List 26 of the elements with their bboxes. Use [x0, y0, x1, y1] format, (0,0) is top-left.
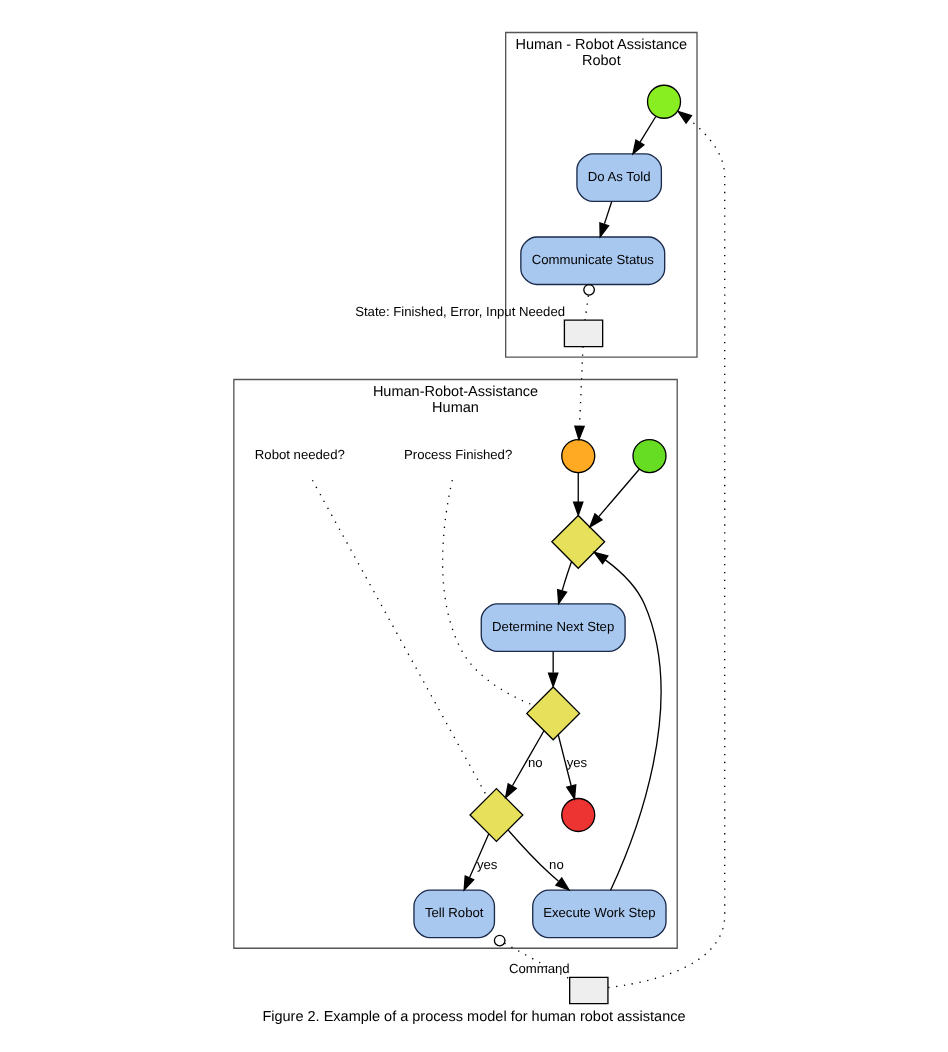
arrow: [557, 734, 577, 801]
arrow: [573, 345, 586, 442]
arrow: [599, 201, 613, 239]
node-diamond: [525, 686, 581, 741]
node-envelope: [569, 976, 609, 1005]
node-circle: [561, 797, 596, 833]
arrow: [547, 651, 559, 689]
node-circle: [646, 84, 682, 119]
node-envelope: [563, 319, 604, 348]
node-circle: [561, 438, 596, 474]
caption: Figure 2. Example of a process model for human robot assistance: [262, 1006, 686, 1025]
connector: [493, 934, 571, 980]
connector: [441, 479, 535, 707]
arrow: [507, 829, 571, 892]
arrow: [631, 115, 657, 156]
arrow: [588, 468, 640, 529]
connector: [583, 283, 596, 321]
arrow: [592, 551, 662, 891]
arrow: [504, 730, 545, 800]
arrow: [607, 110, 726, 989]
arrow: [572, 471, 584, 518]
node-circle: [632, 438, 667, 474]
arrow: [556, 560, 573, 606]
arrow: [463, 833, 490, 892]
connector: [311, 479, 489, 799]
node-diamond: [469, 787, 524, 843]
